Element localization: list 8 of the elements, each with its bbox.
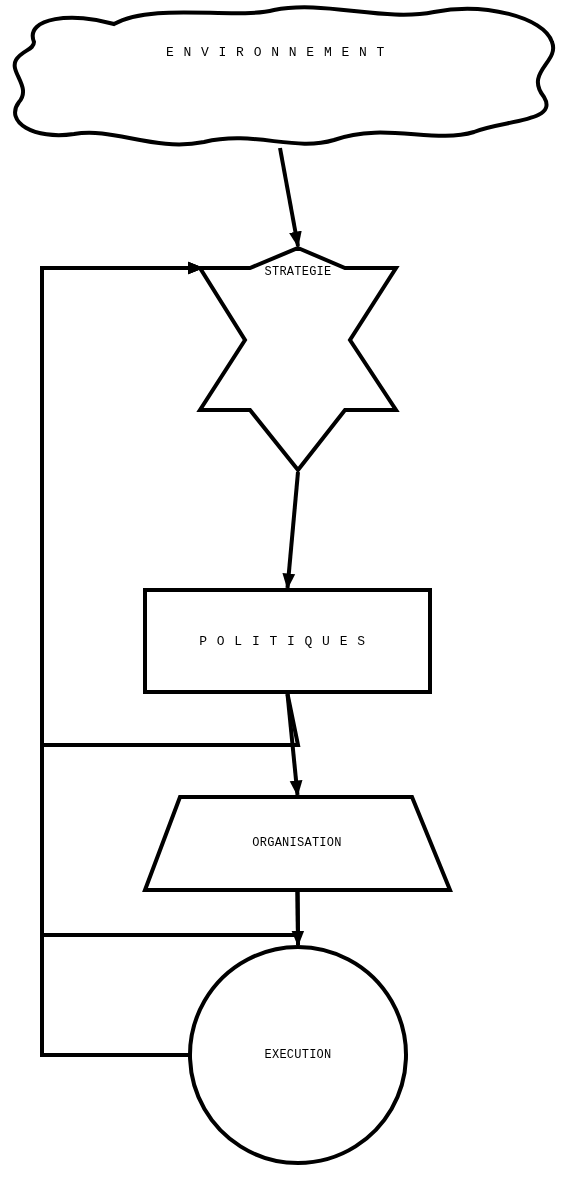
node-label: ENVIRONNEMENT: [165, 44, 395, 60]
arrow: [282, 471, 300, 590]
node-label: ORGANISATION: [252, 836, 342, 850]
arrow: [40, 261, 301, 937]
node-label: EXECUTION: [264, 1048, 332, 1062]
node-label: STRATEGIE: [264, 265, 332, 279]
node-label: POLITIQUES: [199, 633, 375, 649]
arrow: [278, 147, 302, 248]
